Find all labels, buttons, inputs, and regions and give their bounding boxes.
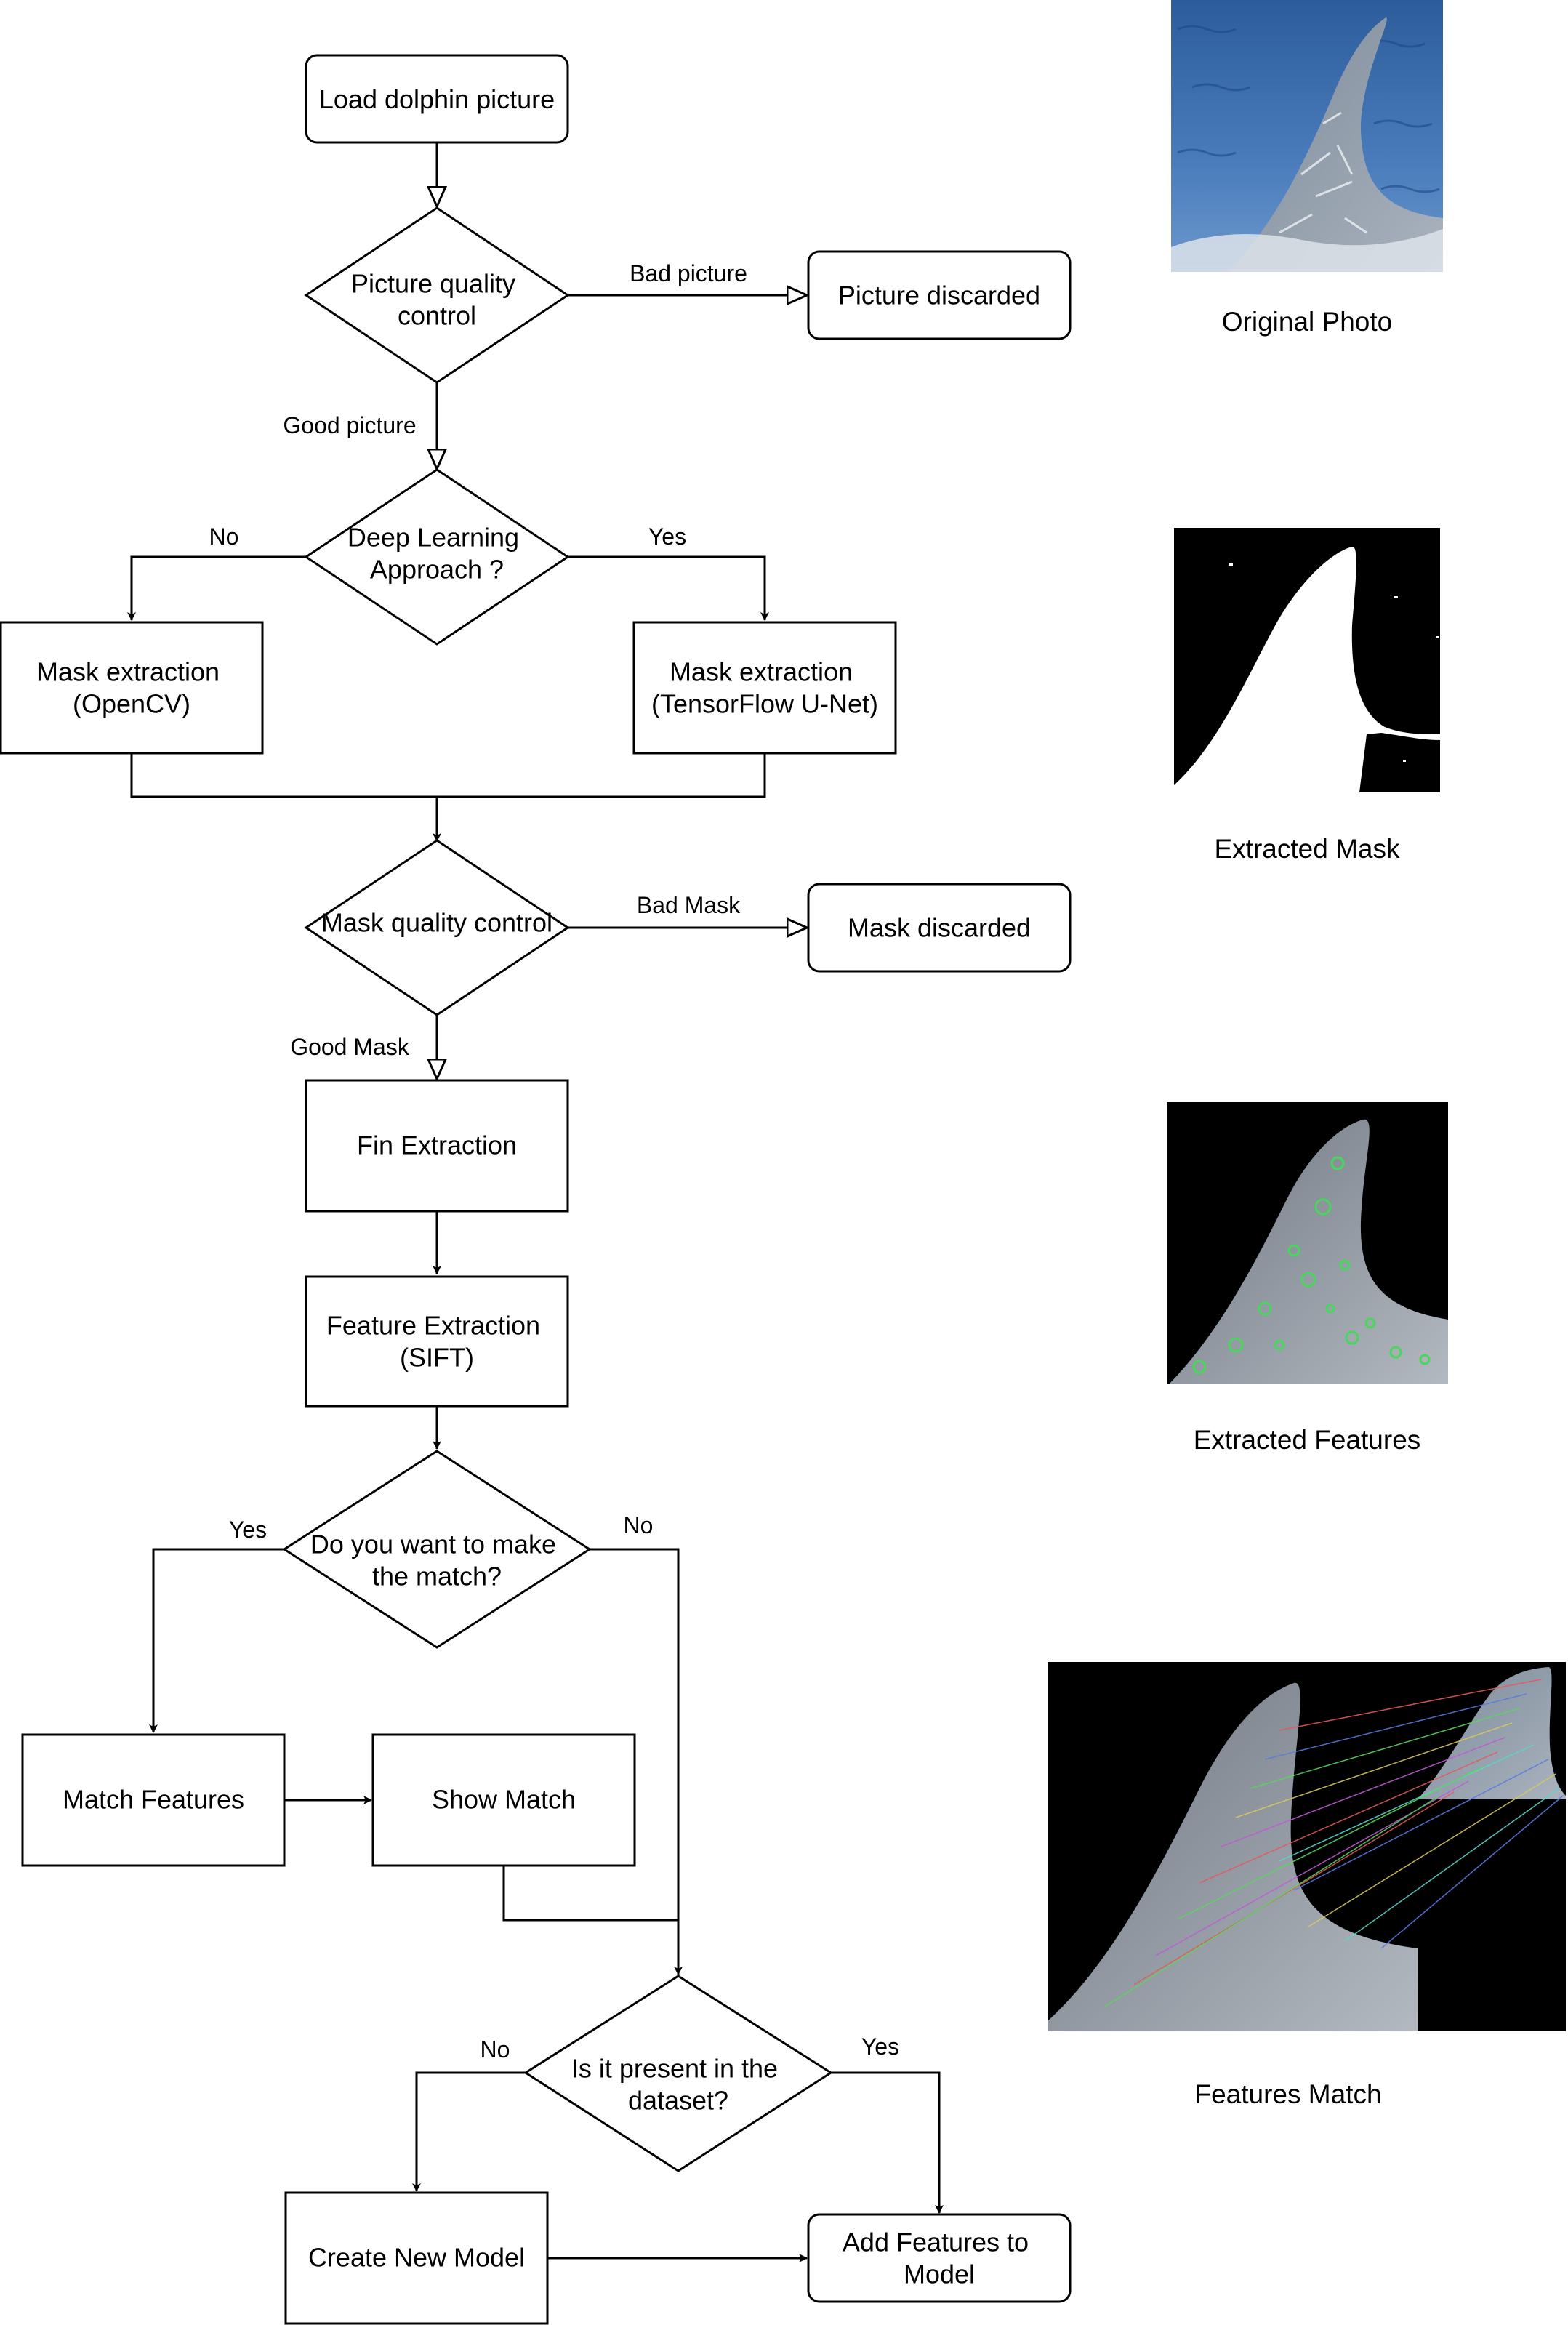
- original-photo: [1171, 0, 1443, 272]
- edge-label-present-yes: Yes: [861, 2033, 899, 2060]
- svg-text:Fin Extraction: Fin Extraction: [357, 1131, 517, 1160]
- feature-fin-shape: [1169, 1119, 1448, 1384]
- sift-keypoints: [1192, 1156, 1431, 1374]
- node-show-match: Show Match: [371, 1733, 636, 1867]
- node-mask-extraction-unet: Mask extraction (TensorFlow U-Net): [632, 621, 897, 755]
- match-left-fin: [1048, 1682, 1418, 2031]
- edges: [127, 142, 944, 2262]
- extracted-mask: [1174, 528, 1440, 792]
- node-match-features: Match Features: [21, 1733, 286, 1867]
- node-picture-quality-control: Picture quality control: [304, 206, 570, 384]
- caption-extracted-mask: Extracted Mask: [1215, 834, 1400, 864]
- extracted-features: [1167, 1102, 1448, 1384]
- node-label-line: Add Features to: [843, 2228, 1029, 2257]
- node-fin-extraction: Fin Extraction: [305, 1079, 569, 1213]
- node-add-features-to-model: Add Features to Model: [807, 2213, 1072, 2303]
- node-label-line: dataset?: [628, 2086, 728, 2116]
- node-label-line: Picture quality: [351, 269, 515, 299]
- node-label-line: Feature Extraction: [326, 1311, 540, 1341]
- node-label: Mask quality control: [321, 908, 552, 938]
- node-deep-learning-approach: Deep Learning Approach ?: [304, 468, 570, 646]
- node-match-decision: Do you want to make the match?: [282, 1450, 592, 1649]
- node-label-line: Is it present in the: [571, 2054, 778, 2084]
- edge-label-good-mask: Good Mask: [290, 1034, 410, 1060]
- edge-dl-to-mask-unet: [568, 555, 769, 621]
- mask-noise: [1229, 563, 1439, 762]
- water-ripples: [1177, 25, 1440, 193]
- edge-show-match-join: [502, 1866, 678, 1922]
- node-label: Show Match: [432, 1785, 576, 1815]
- nodes: Load dolphin picture Picture quality con…: [0, 54, 1072, 2325]
- svg-text:Feature Extraction (SI: Feature Extraction (SIFT): [326, 1301, 547, 1373]
- node-picture-discarded: Picture discarded: [807, 250, 1072, 340]
- edge-label-match-no: No: [624, 1512, 654, 1538]
- svg-text:Mask extraction (OpenC: Mask extraction (OpenCV): [36, 648, 227, 719]
- match-right-fin: [1418, 1667, 1566, 1799]
- water-foam: [1171, 229, 1443, 272]
- edge-label-bad-mask: Bad Mask: [637, 892, 741, 918]
- edge-match-q-to-match-features: [149, 1548, 284, 1733]
- node-label-line: control: [398, 301, 476, 331]
- edge-dl-to-mask-cv: [127, 555, 306, 621]
- svg-text:Mask quality control: Mask quality control: [321, 908, 552, 938]
- node-label-line: Model: [904, 2260, 975, 2289]
- node-label-line: Deep Learning: [347, 523, 519, 553]
- node-label-line: Mask extraction: [36, 657, 220, 687]
- node-label-line: the match?: [372, 1562, 502, 1591]
- edge-mask-unet-join: [437, 753, 766, 798]
- node-label-line: Mask extraction: [670, 657, 853, 687]
- node-label-line: Do you want to make: [310, 1530, 556, 1559]
- node-load-picture: Load dolphin picture: [305, 54, 569, 144]
- match-lines: [1104, 1679, 1564, 2007]
- features-match: [1048, 1662, 1566, 2031]
- node-feature-extraction: Feature Extraction (SIFT): [305, 1275, 569, 1408]
- edge-labels: Bad picture Good picture No Yes Bad Mask…: [209, 260, 900, 2063]
- dorsal-fin-shape: [1229, 17, 1443, 272]
- svg-text:Mask discarded: Mask discarded: [848, 913, 1031, 943]
- edge-present-q-to-create-model: [412, 2071, 526, 2192]
- edge-mask-cv-to-mask-qc: [130, 753, 441, 842]
- node-label: Create New Model: [308, 2243, 525, 2273]
- svg-text:Do you want to make th: Do you want to make the match?: [310, 1520, 563, 1591]
- edge-label-bad-picture: Bad picture: [630, 260, 747, 286]
- caption-extracted-features: Extracted Features: [1194, 1425, 1421, 1455]
- svg-text:Mask extraction (Tenso: Mask extraction (TensorFlow U-Net): [651, 648, 878, 719]
- svg-text:Create New Model: Create New Model: [308, 2243, 525, 2273]
- mask-fin-shape: [1174, 546, 1440, 792]
- node-label: Load dolphin picture: [319, 84, 555, 114]
- svg-text:Add Features to Model: Add Features to Model: [843, 2218, 1036, 2289]
- svg-text:Is it present in the d: Is it present in the dataset?: [571, 2044, 785, 2116]
- node-create-new-model: Create New Model: [284, 2191, 549, 2325]
- svg-text:Show Match: Show Match: [432, 1785, 576, 1815]
- edge-label-good-picture: Good picture: [283, 412, 416, 438]
- node-mask-discarded: Mask discarded: [807, 883, 1072, 973]
- svg-text:Match Features: Match Features: [63, 1785, 244, 1815]
- node-label: Match Features: [63, 1785, 244, 1815]
- fin-scars: [1279, 111, 1367, 234]
- edge-label-dl-yes: Yes: [648, 523, 686, 550]
- node-mask-extraction-opencv: Mask extraction (OpenCV): [0, 621, 264, 755]
- edge-label-present-no: No: [481, 2036, 510, 2063]
- node-label: Fin Extraction: [357, 1131, 517, 1160]
- svg-text:Picture discarded: Picture discarded: [838, 281, 1040, 310]
- caption-features-match: Features Match: [1194, 2079, 1381, 2109]
- node-present-decision: Is it present in the dataset?: [523, 1975, 833, 2172]
- svg-text:Picture quality contro: Picture quality control: [351, 260, 523, 331]
- node-label-line: Approach ?: [370, 555, 504, 585]
- edge-match-q-to-present-q: [590, 1548, 683, 1975]
- svg-text:Load dolphin picture: Load dolphin picture: [319, 84, 555, 114]
- node-label: Mask discarded: [848, 913, 1031, 943]
- node-label-line: (TensorFlow U-Net): [651, 689, 878, 719]
- edge-present-q-to-add-features: [831, 2071, 944, 2214]
- edge-label-dl-no: No: [209, 523, 239, 550]
- node-label: Picture discarded: [838, 281, 1040, 310]
- caption-original-photo: Original Photo: [1222, 307, 1392, 337]
- node-label-line: (OpenCV): [73, 689, 190, 719]
- svg-text:Deep Learning Approach: Deep Learning Approach ?: [347, 513, 526, 585]
- node-mask-quality-control: Mask quality control: [304, 839, 570, 1016]
- node-label-line: (SIFT): [400, 1343, 474, 1373]
- edge-label-match-yes: Yes: [229, 1517, 267, 1543]
